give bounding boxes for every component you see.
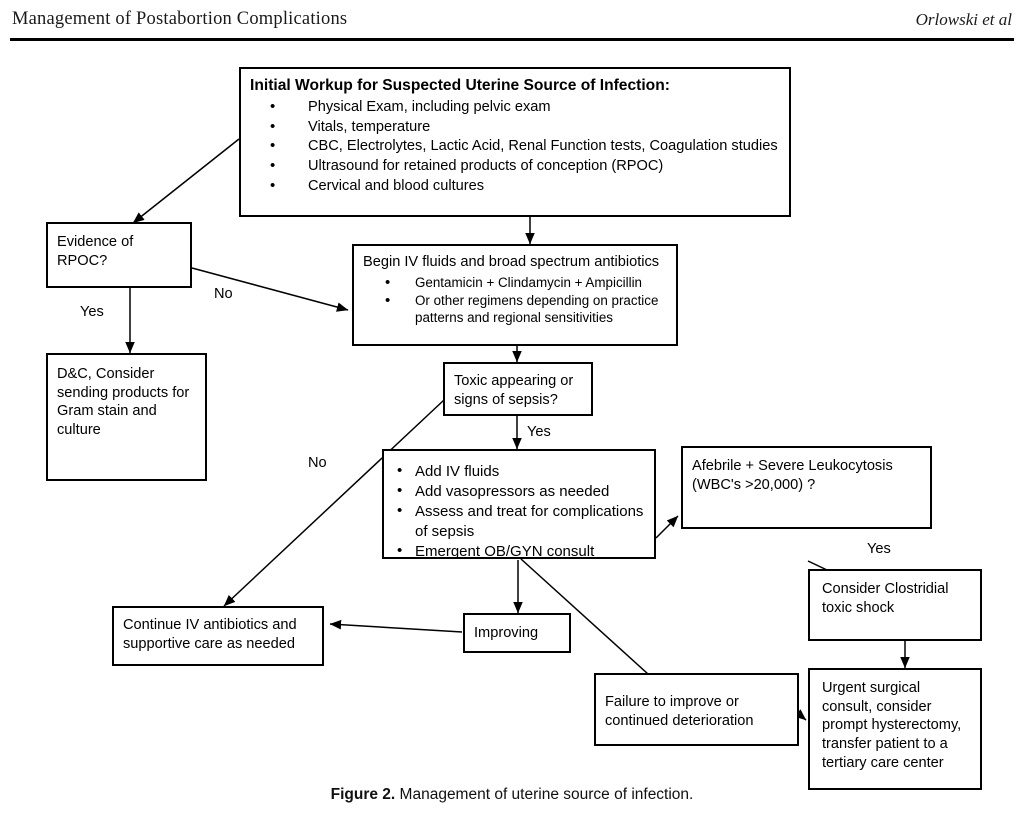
list-item: Or other regimens depending on practice … [363,291,667,326]
node-toxic-or-sepsis[interactable]: Toxic appearing or signs of sepsis? [443,362,593,416]
node-continue-iv-antibiotics[interactable]: Continue IV antibiotics and supportive c… [112,606,324,666]
node-failure-to-improve-text: Failure to improve or continued deterior… [605,694,754,729]
figure-caption-text: Management of uterine source of infectio… [399,786,694,803]
node-afebrile-leukocytosis-text: Afebrile + Severe Leukocytosis (WBC's >2… [692,458,893,493]
edge-label-sepsis-no: No [308,455,327,471]
list-item: Gentamicin + Clindamycin + Ampicillin [363,273,667,292]
node-failure-to-improve[interactable]: Failure to improve or continued deterior… [594,673,799,746]
node-improving-text: Improving [474,625,539,641]
node-urgent-surgical-consult[interactable]: Urgent surgical consult, consider prompt… [808,668,982,790]
node-evidence-of-rpoc-text: Evidence of RPOC? [57,234,134,269]
node-improving[interactable]: Improving [463,613,571,653]
list-item: Emergent OB/GYN consult [393,541,645,561]
node-initial-workup-bullets: Physical Exam, including pelvic exam Vit… [250,97,780,196]
figure-caption-label: Figure 2. [330,786,396,803]
figure-caption: Figure 2. Management of uterine source o… [0,786,1024,804]
node-continue-iv-antibiotics-text: Continue IV antibiotics and supportive c… [123,617,297,652]
edge-workup-to-rpoc [132,138,240,224]
list-item: Add vasopressors as needed [393,481,645,501]
list-item: Assess and treat for complications of se… [393,501,645,540]
list-item: Cervical and blood cultures [250,176,780,196]
node-evidence-of-rpoc[interactable]: Evidence of RPOC? [46,222,192,288]
running-head: Management of Postabortion Complications… [0,0,1024,46]
edge-actions-to-leukocytosis [655,515,679,539]
node-consider-clostridial[interactable]: Consider Clostridial toxic shock [808,569,982,641]
list-item: Add IV fluids [393,461,645,481]
node-sepsis-actions[interactable]: Add IV fluids Add vasopressors as needed… [382,449,656,561]
node-toxic-or-sepsis-text: Toxic appearing or signs of sepsis? [454,373,574,408]
edge-label-leukocytosis-yes: Yes [867,541,891,557]
node-begin-iv-fluids-bullets: Gentamicin + Clindamycin + Ampicillin Or… [363,273,667,326]
list-item: Physical Exam, including pelvic exam [250,97,780,117]
node-consider-clostridial-text: Consider Clostridial toxic shock [822,581,949,616]
node-dc-consider[interactable]: D&C, Consider sending products for Gram … [46,353,207,481]
flowchart-figure: Initial Workup for Suspected Uterine Sou… [0,46,1024,790]
node-sepsis-actions-bullets: Add IV fluids Add vasopressors as needed… [393,461,645,561]
node-afebrile-leukocytosis[interactable]: Afebrile + Severe Leukocytosis (WBC's >2… [681,446,932,529]
edge-label-sepsis-yes: Yes [527,424,551,440]
edge-label-rpoc-yes: Yes [80,304,104,320]
running-head-authors: Orlowski et al [915,10,1012,29]
running-head-title: Management of Postabortion Complications [12,9,348,29]
node-initial-workup[interactable]: Initial Workup for Suspected Uterine Sou… [239,67,791,217]
list-item: CBC, Electrolytes, Lactic Acid, Renal Fu… [250,136,780,156]
list-item: Vitals, temperature [250,117,780,137]
edge-improving-to-continue [329,619,463,633]
node-dc-consider-text: D&C, Consider sending products for Gram … [57,366,190,439]
node-begin-iv-fluids[interactable]: Begin IV fluids and broad spectrum antib… [352,244,678,346]
node-initial-workup-title: Initial Workup for Suspected Uterine Sou… [250,77,670,94]
node-urgent-surgical-consult-text: Urgent surgical consult, consider prompt… [822,680,962,771]
list-item: Ultrasound for retained products of conc… [250,156,780,176]
node-begin-iv-fluids-text: Begin IV fluids and broad spectrum antib… [363,254,660,270]
edge-label-rpoc-no: No [214,286,233,302]
header-divider [10,38,1014,41]
